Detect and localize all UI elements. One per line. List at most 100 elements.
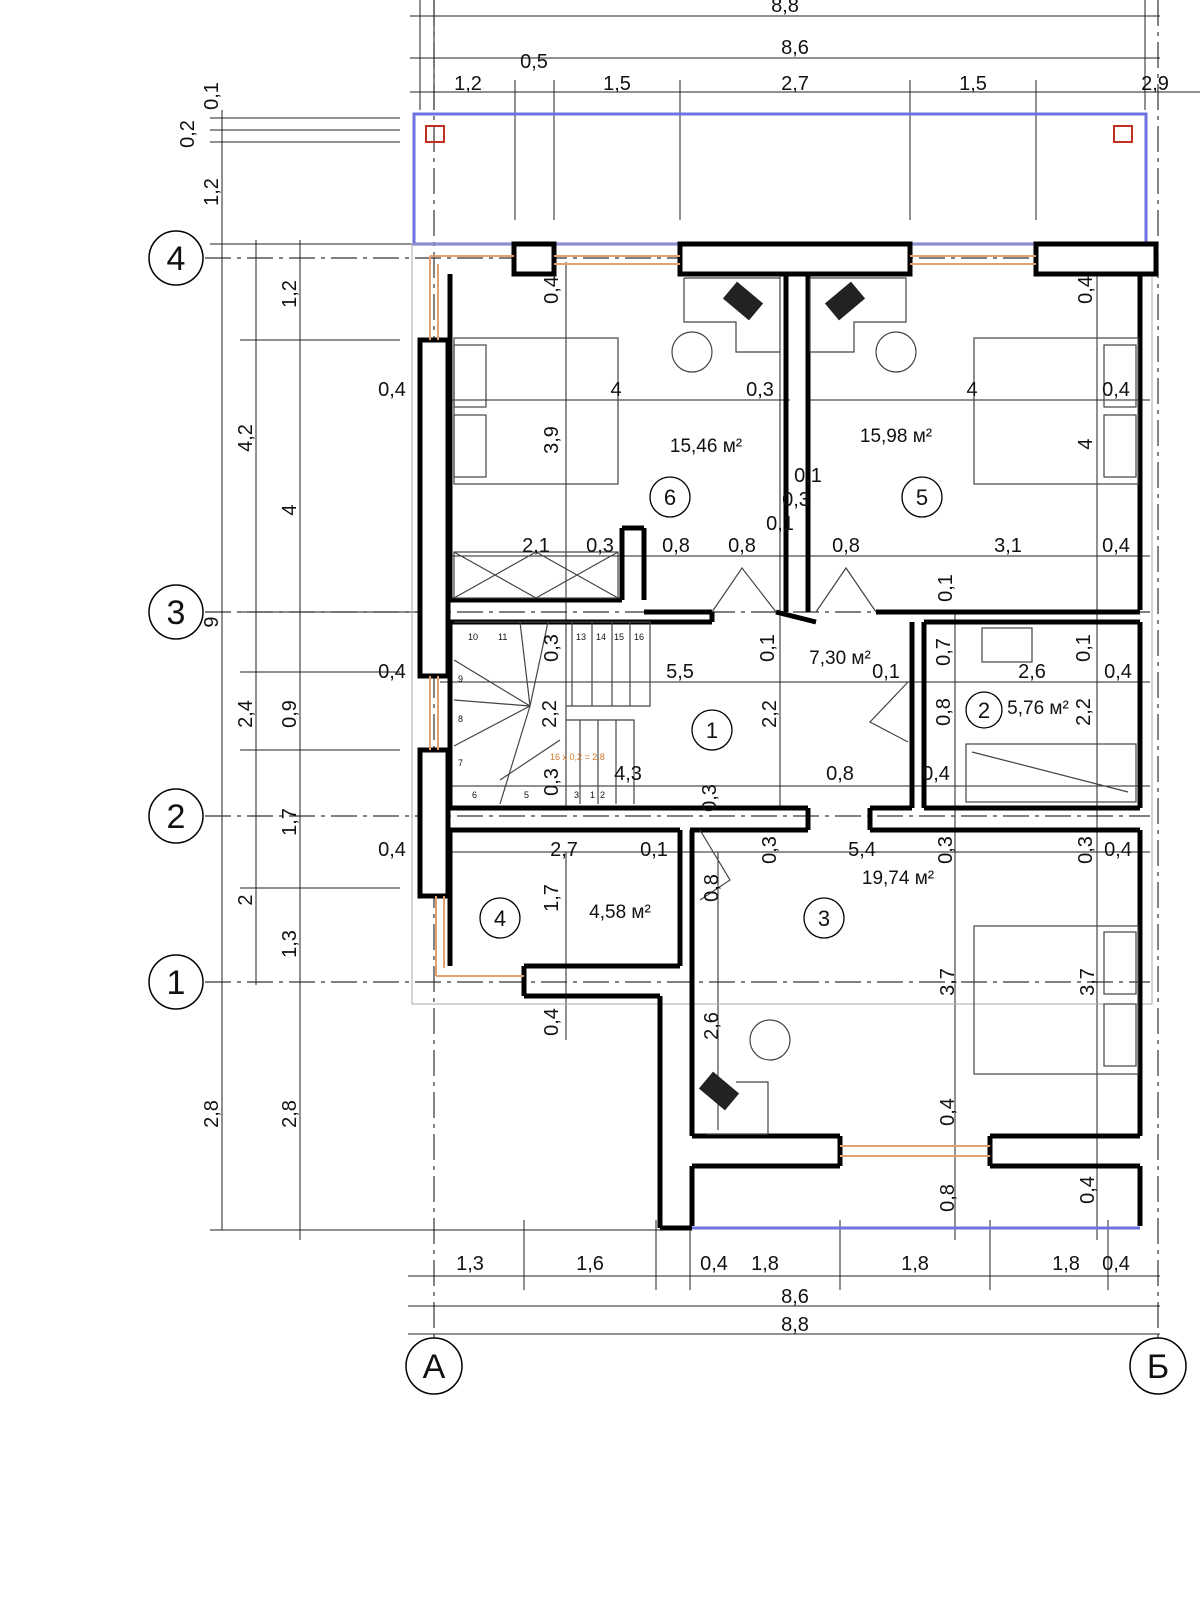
room-2-area: 5,76 м² (1007, 698, 1069, 719)
axis-1-label: 1 (167, 964, 186, 1002)
dim-interior: 4 (966, 379, 977, 401)
dim-bottom-seg: 1,3 (456, 1253, 484, 1275)
dim-interior: 0,4 (1077, 1176, 1099, 1204)
stair-step-number: 9 (458, 674, 463, 684)
dim-interior: 3,1 (994, 535, 1022, 557)
axis-4-label: 4 (167, 240, 186, 278)
dim-top-seg: 1,2 (454, 73, 482, 95)
dim-top-seg: 2,9 (1141, 73, 1169, 95)
dim-interior: 1,7 (541, 884, 563, 912)
dim-interior: 3,7 (937, 968, 959, 996)
axis-2-label: 2 (167, 798, 186, 836)
staircase: 1 2 3 5 6 7 8 9 10 11 13 14 15 16 16 х 0… (453, 621, 651, 805)
dim-interior: 0,1 (757, 634, 779, 662)
dim-left-seg: 2 (235, 894, 257, 905)
dim-interior: 0,4 (1075, 276, 1097, 304)
stair-note: 16 х 0,2 = 2,8 (550, 752, 605, 762)
dim-interior: 2,6 (701, 1012, 723, 1040)
dim-interior: 0,4 (937, 1098, 959, 1126)
axis-a-label: А (423, 1348, 446, 1386)
dim-interior: 0,3 (759, 836, 781, 864)
dim-interior: 0,1 (640, 839, 668, 861)
windows (429, 255, 1036, 1157)
dimension-lines (210, 0, 1200, 1335)
dim-bottom-seg: 1,8 (1052, 1253, 1080, 1275)
dim-interior: 0,3 (541, 634, 563, 662)
room-6-area: 15,46 м² (670, 436, 742, 457)
dim-top-seg: 1,5 (603, 73, 631, 95)
walls (411, 241, 1159, 1231)
dim-left-seg: 4,2 (235, 424, 257, 452)
stair-step-number: 1 (590, 790, 595, 800)
room-labels: 15,46 м² 6 15,98 м² 5 7,30 м² 1 2 5,76 м… (479, 426, 1069, 939)
room-3-number: 3 (818, 906, 830, 931)
stair-step-number: 5 (524, 790, 529, 800)
room-4-number: 4 (494, 906, 506, 931)
stair-step-number: 7 (458, 758, 463, 768)
stair-step-number: 2 (600, 790, 605, 800)
dim-interior: 0,4 (541, 276, 563, 304)
stair-step-number: 11 (498, 632, 507, 642)
dim-left-inner: 1,3 (279, 930, 301, 958)
dim-interior: 3,7 (1077, 968, 1099, 996)
furniture (453, 277, 1139, 1135)
stair-step-number: 6 (472, 790, 477, 800)
dim-interior: 0,4 (1102, 535, 1130, 557)
dim-interior: 2,2 (1073, 698, 1095, 726)
dim-bottom-seg: 0,4 (700, 1253, 728, 1275)
dim-left-inner: 0,9 (279, 700, 301, 728)
dim-interior: 2,7 (550, 839, 578, 861)
dim-interior: 0,7 (933, 638, 955, 666)
dim-interior: 0,8 (933, 698, 955, 726)
dim-interior: 0,4 (1102, 379, 1130, 401)
room-1-number: 1 (706, 718, 718, 743)
stair-step-number: 13 (576, 632, 586, 642)
dim-interior: 2,6 (1018, 661, 1046, 683)
dim-interior: 0,3 (699, 784, 721, 812)
dim-interior: 5,5 (666, 661, 694, 683)
dim-interior: 0,3 (782, 489, 810, 511)
dim-bottom-seg: 0,4 (1102, 1253, 1130, 1275)
dim-left-inner: 1,7 (279, 808, 301, 836)
room-5-number: 5 (916, 485, 928, 510)
dim-interior: 0,4 (378, 839, 406, 861)
dim-interior: 0,4 (378, 661, 406, 683)
dim-interior: 0,1 (766, 513, 794, 535)
dim-bottom-seg: 1,8 (751, 1253, 779, 1275)
dim-interior: 0,4 (922, 763, 950, 785)
dim-bottom-total: 8,8 (781, 1314, 809, 1336)
stair-step-number: 16 (634, 632, 644, 642)
dim-interior: 0,1 (935, 574, 957, 602)
dim-top-seg: 2,7 (781, 73, 809, 95)
dim-interior: 0,8 (826, 763, 854, 785)
dim-interior: 4 (1075, 438, 1097, 449)
stair-step-number: 14 (596, 632, 606, 642)
dim-interior: 0,3 (541, 768, 563, 796)
dim-interior: 4,3 (614, 763, 642, 785)
dim-interior: 0,3 (935, 836, 957, 864)
dim-bottom-seg: 1,6 (576, 1253, 604, 1275)
dim-interior: 0,1 (794, 465, 822, 487)
stair-step-number: 10 (468, 632, 478, 642)
dim-interior: 0,4 (541, 1008, 563, 1036)
room-6-number: 6 (664, 485, 676, 510)
dim-interior: 0,1 (1073, 634, 1095, 662)
dim-left-seg: 0,2 (177, 120, 199, 148)
stair-step-number: 8 (458, 714, 463, 724)
dim-interior: 0,4 (1104, 839, 1132, 861)
dim-interior: 4 (610, 379, 621, 401)
room-5-area: 15,98 м² (860, 426, 932, 447)
room-4-area: 4,58 м² (589, 902, 651, 923)
axis-b-label: Б (1147, 1348, 1169, 1386)
dim-interior: 3,9 (541, 426, 563, 454)
dim-interior: 0,3 (1075, 836, 1097, 864)
dim-interior: 0,8 (662, 535, 690, 557)
axis-3-label: 3 (167, 594, 186, 632)
stair-step-number: 3 (574, 790, 579, 800)
dim-left-seg: 0,1 (201, 82, 223, 110)
dim-left-seg: 1,2 (201, 178, 223, 206)
dim-interior: 0,8 (937, 1184, 959, 1212)
dim-top-axes: 8,6 (781, 37, 809, 59)
dim-interior: 0,8 (832, 535, 860, 557)
